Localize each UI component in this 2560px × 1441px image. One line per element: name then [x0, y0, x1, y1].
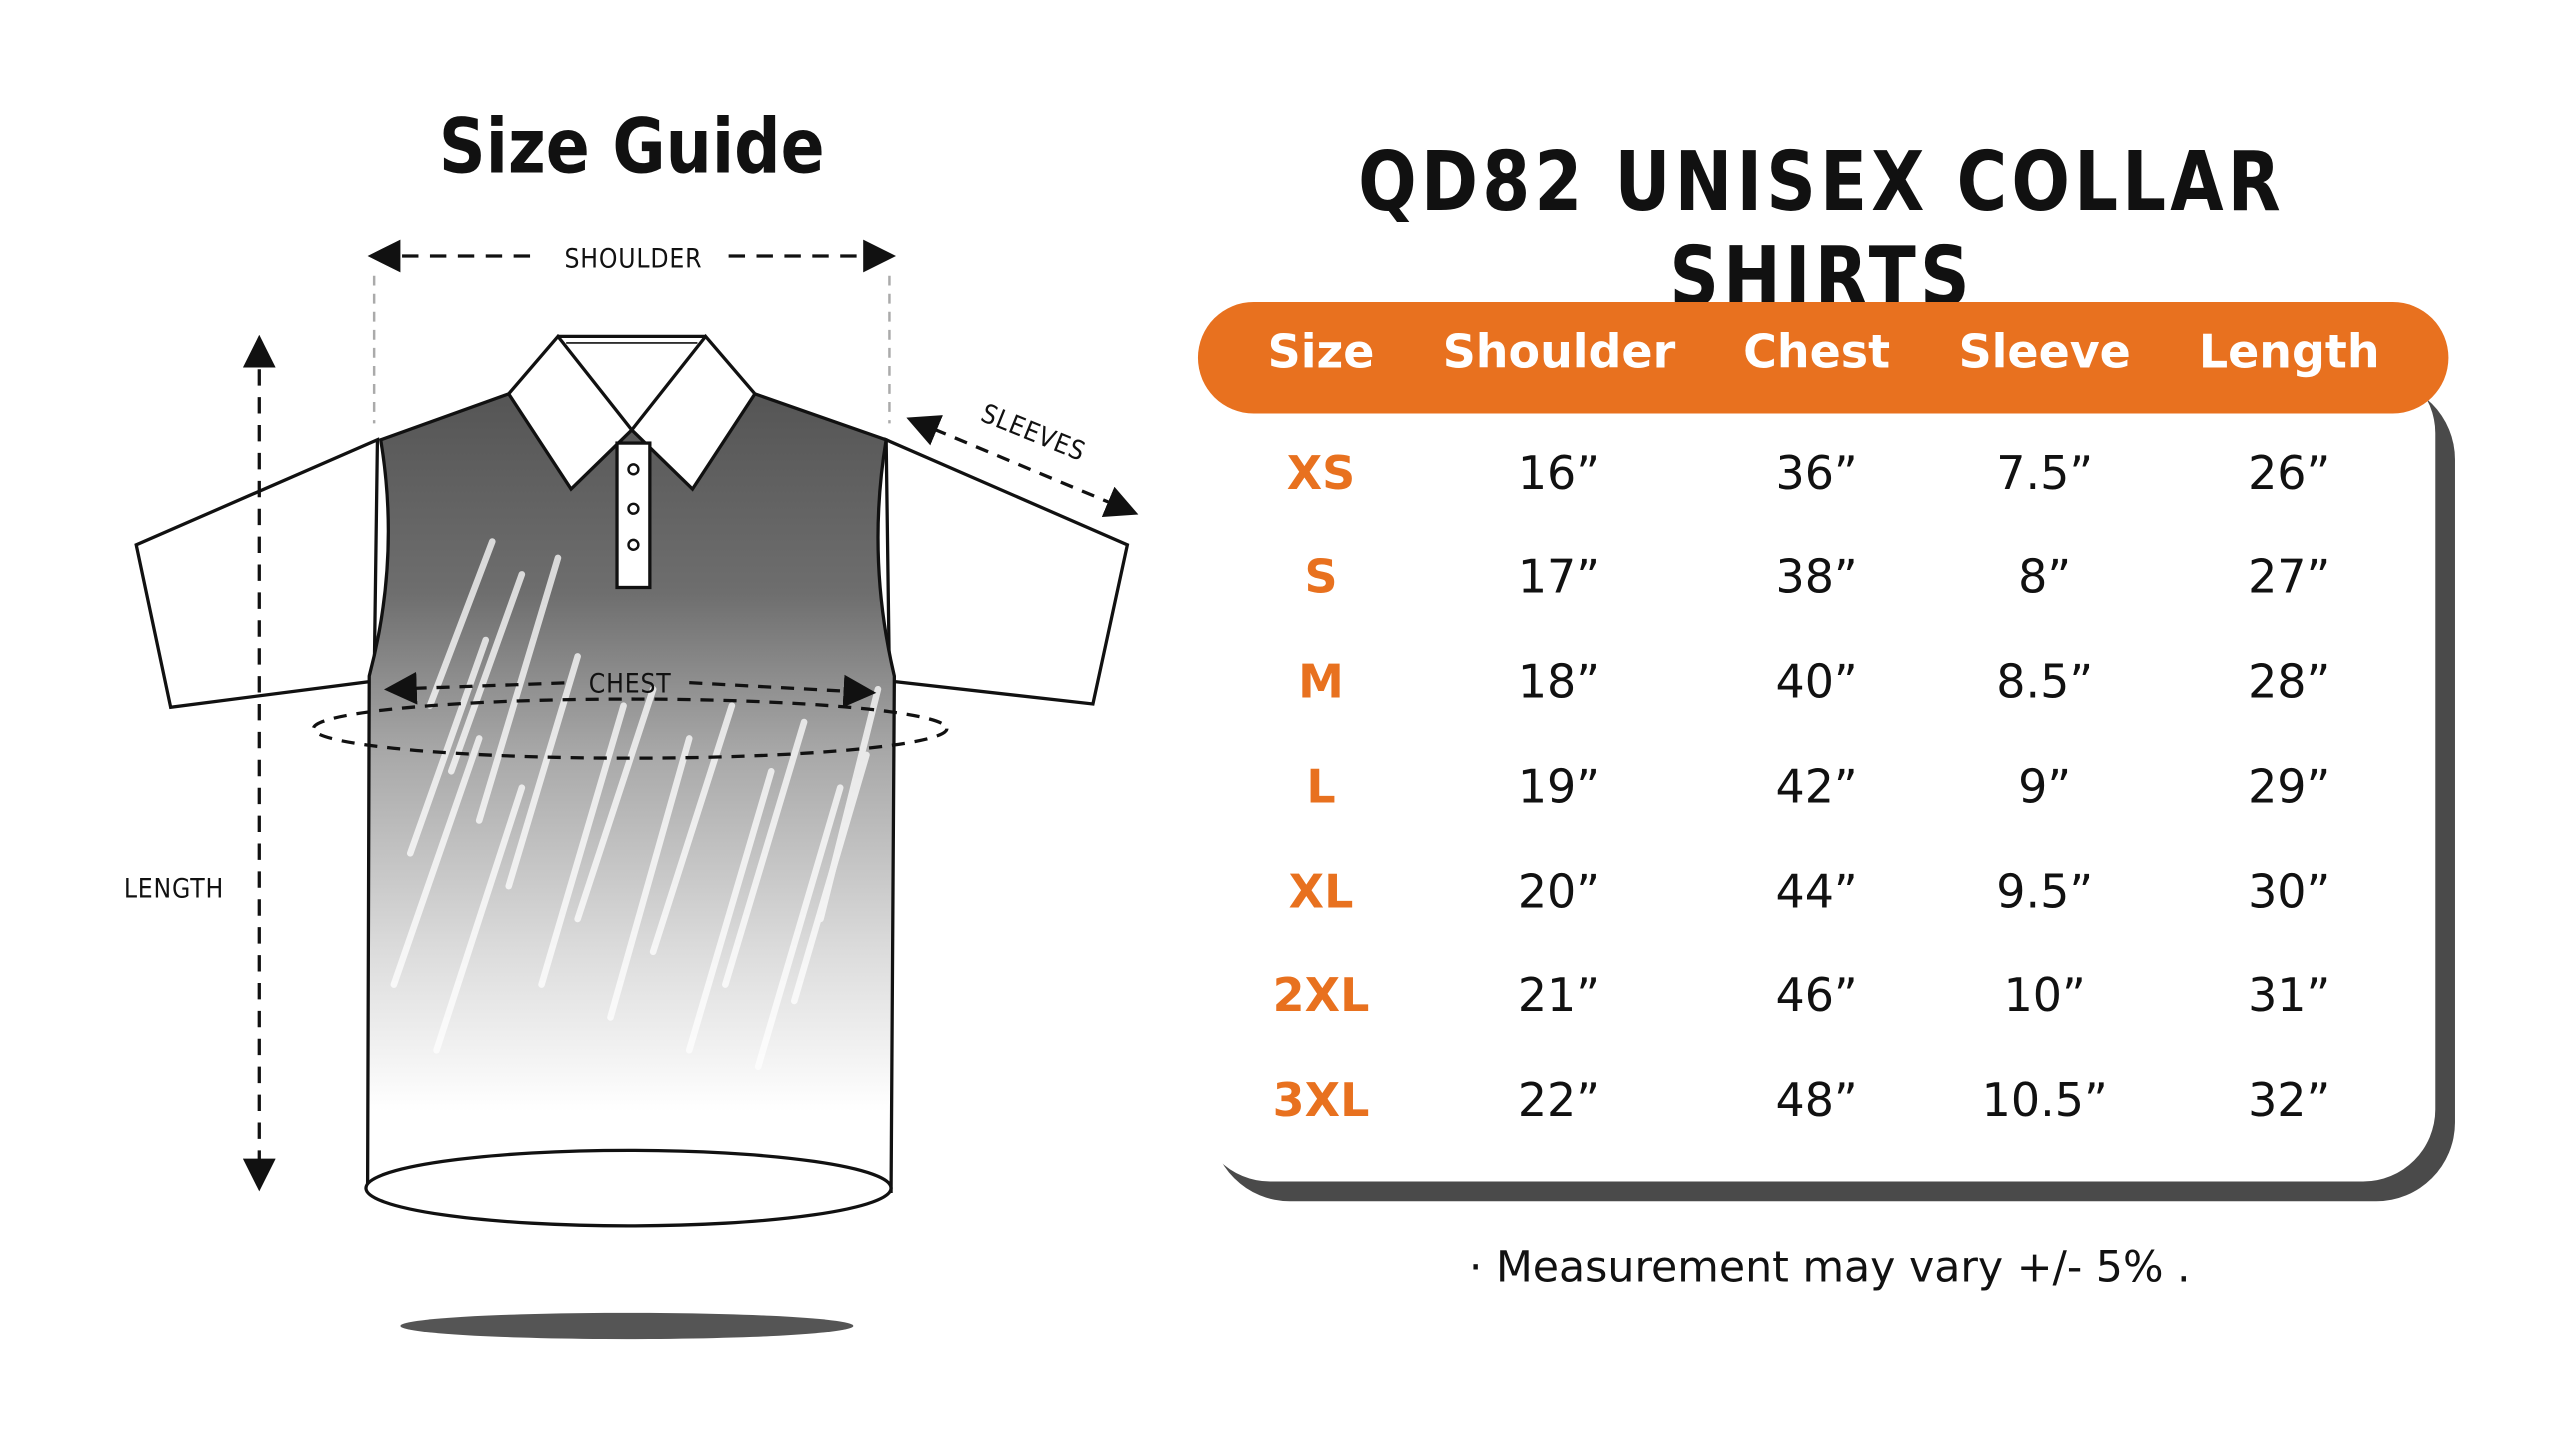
- table-cell-sleeve: 7.5”: [1996, 446, 2094, 501]
- size-table-header: [1197, 301, 2449, 414]
- right-sleeve: [884, 437, 1130, 706]
- table-cell-length: 32”: [2248, 1073, 2331, 1128]
- button-1: [627, 463, 640, 476]
- table-cell-sleeve: 8.5”: [1996, 654, 2094, 709]
- table-cell-shoulder: 18”: [1517, 654, 1601, 709]
- table-cell-length: 28”: [2248, 654, 2331, 709]
- table-row-size: 2XL: [1272, 968, 1370, 1023]
- header-shoulder: Shoulder: [1442, 324, 1676, 380]
- length-label: LENGTH: [124, 875, 224, 905]
- size-guide-title: Size Guide: [438, 101, 825, 191]
- table-cell-chest: 36”: [1775, 446, 1858, 501]
- button-3: [627, 538, 640, 551]
- table-cell-shoulder: 20”: [1517, 864, 1601, 919]
- size-table-body: [1197, 361, 2436, 1182]
- shirt-diagram: SHOULDER SLEEVES CHEST LENGTH: [124, 239, 1139, 1340]
- table-cell-sleeve: 8”: [2018, 549, 2072, 604]
- left-sleeve: [134, 437, 380, 710]
- table-cell-chest: 38”: [1775, 549, 1858, 604]
- table-cell-shoulder: 19”: [1517, 759, 1601, 814]
- chest-loop: [311, 697, 949, 760]
- chest-label: CHEST: [589, 670, 672, 700]
- table-row-size: XL: [1288, 864, 1354, 919]
- header-chest: Chest: [1743, 324, 1891, 380]
- table-cell-sleeve: 9.5”: [1996, 864, 2094, 919]
- shirt-body: [365, 392, 897, 1194]
- table-cell-chest: 46”: [1775, 968, 1858, 1023]
- table-cell-length: 27”: [2248, 549, 2331, 604]
- table-cell-sleeve: 10.5”: [1981, 1073, 2108, 1128]
- brush-pattern: [390, 538, 882, 1070]
- table-cell-shoulder: 22”: [1517, 1073, 1601, 1128]
- product-title: QD82 UNISEX COLLAR SHIRTS: [1358, 134, 2285, 325]
- table-row-size: M: [1298, 654, 1344, 709]
- table-cell-chest: 40”: [1775, 654, 1858, 709]
- button-2: [627, 502, 640, 515]
- table-cell-length: 30”: [2248, 864, 2331, 919]
- table-row-size: S: [1304, 549, 1338, 604]
- table-cell-sleeve: 9”: [2018, 759, 2072, 814]
- shirt-hem: [364, 1148, 893, 1228]
- shoulder-label: SHOULDER: [564, 244, 702, 274]
- table-cell-chest: 42”: [1775, 759, 1858, 814]
- table-cell-shoulder: 21”: [1517, 968, 1601, 1023]
- sleeves-label: SLEEVES: [977, 399, 1090, 468]
- header-size: Size: [1267, 324, 1375, 380]
- measurement-note: · Measurement may vary +/- 5% .: [1468, 1243, 2191, 1294]
- table-cell-shoulder: 17”: [1517, 549, 1601, 604]
- header-sleeve: Sleeve: [1958, 324, 2131, 380]
- table-cell-sleeve: 10”: [2003, 968, 2086, 1023]
- table-cell-shoulder: 16”: [1517, 446, 1601, 501]
- table-row-size: 3XL: [1272, 1073, 1370, 1128]
- shirt-shadow: [400, 1312, 854, 1340]
- table-cell-length: 26”: [2248, 446, 2331, 501]
- table-row-size: XS: [1286, 446, 1356, 501]
- header-length: Length: [2198, 324, 2380, 380]
- table-row-size: L: [1306, 759, 1336, 814]
- table-cell-chest: 44”: [1775, 864, 1858, 919]
- table-cell-length: 31”: [2248, 968, 2331, 1023]
- table-cell-length: 29”: [2248, 759, 2331, 814]
- table-cell-chest: 48”: [1775, 1073, 1858, 1128]
